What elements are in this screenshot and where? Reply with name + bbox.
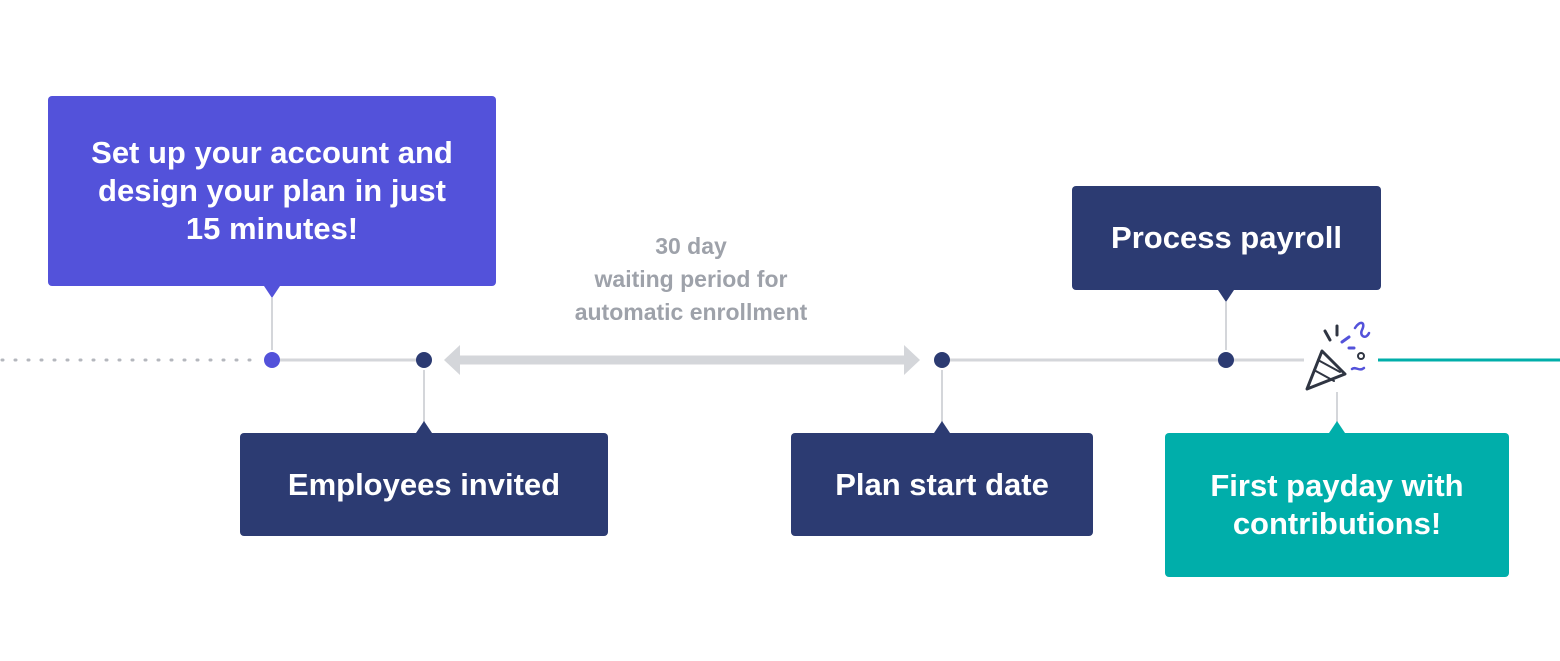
step-start-label: Plan start date: [835, 466, 1049, 502]
step-payroll-pointer: [1218, 290, 1234, 302]
party-popper-icon: [1305, 321, 1371, 391]
timeline-dot-payroll: [1218, 352, 1234, 368]
step-payday-line-2: contributions!: [1232, 506, 1442, 541]
waiting-line-3: automatic enrollment: [574, 299, 808, 325]
timeline-dot-invited: [416, 352, 432, 368]
timeline-dot-setup: [264, 352, 280, 368]
step-payroll-box: Process payroll: [1072, 186, 1381, 290]
step-payday-line-1: First payday with: [1210, 468, 1464, 503]
step-payroll-label: Process payroll: [1111, 220, 1342, 255]
step-start-pointer: [934, 421, 950, 433]
step-payday-pointer: [1329, 421, 1345, 433]
waiting-period-arrow: [444, 345, 920, 375]
step-invited-box: Employees invited: [240, 433, 608, 536]
step-setup-box: Set up your account and design your plan…: [48, 96, 496, 286]
step-setup-line-1: Set up your account and: [91, 135, 453, 170]
step-payday-box: First payday with contributions!: [1165, 433, 1509, 577]
timeline-dot-start: [934, 352, 950, 368]
step-invited-pointer: [416, 421, 432, 433]
step-start-box: Plan start date: [791, 433, 1093, 536]
step-setup-line-2: design your plan in just: [98, 173, 446, 208]
step-setup-line-3: 15 minutes!: [185, 211, 359, 246]
step-invited-label: Employees invited: [287, 466, 561, 502]
waiting-line-2: waiting period for: [594, 266, 788, 292]
step-setup-pointer: [264, 286, 280, 298]
waiting-period-label: 30 day waiting period for automatic enro…: [541, 230, 841, 329]
waiting-line-1: 30 day: [655, 233, 727, 259]
